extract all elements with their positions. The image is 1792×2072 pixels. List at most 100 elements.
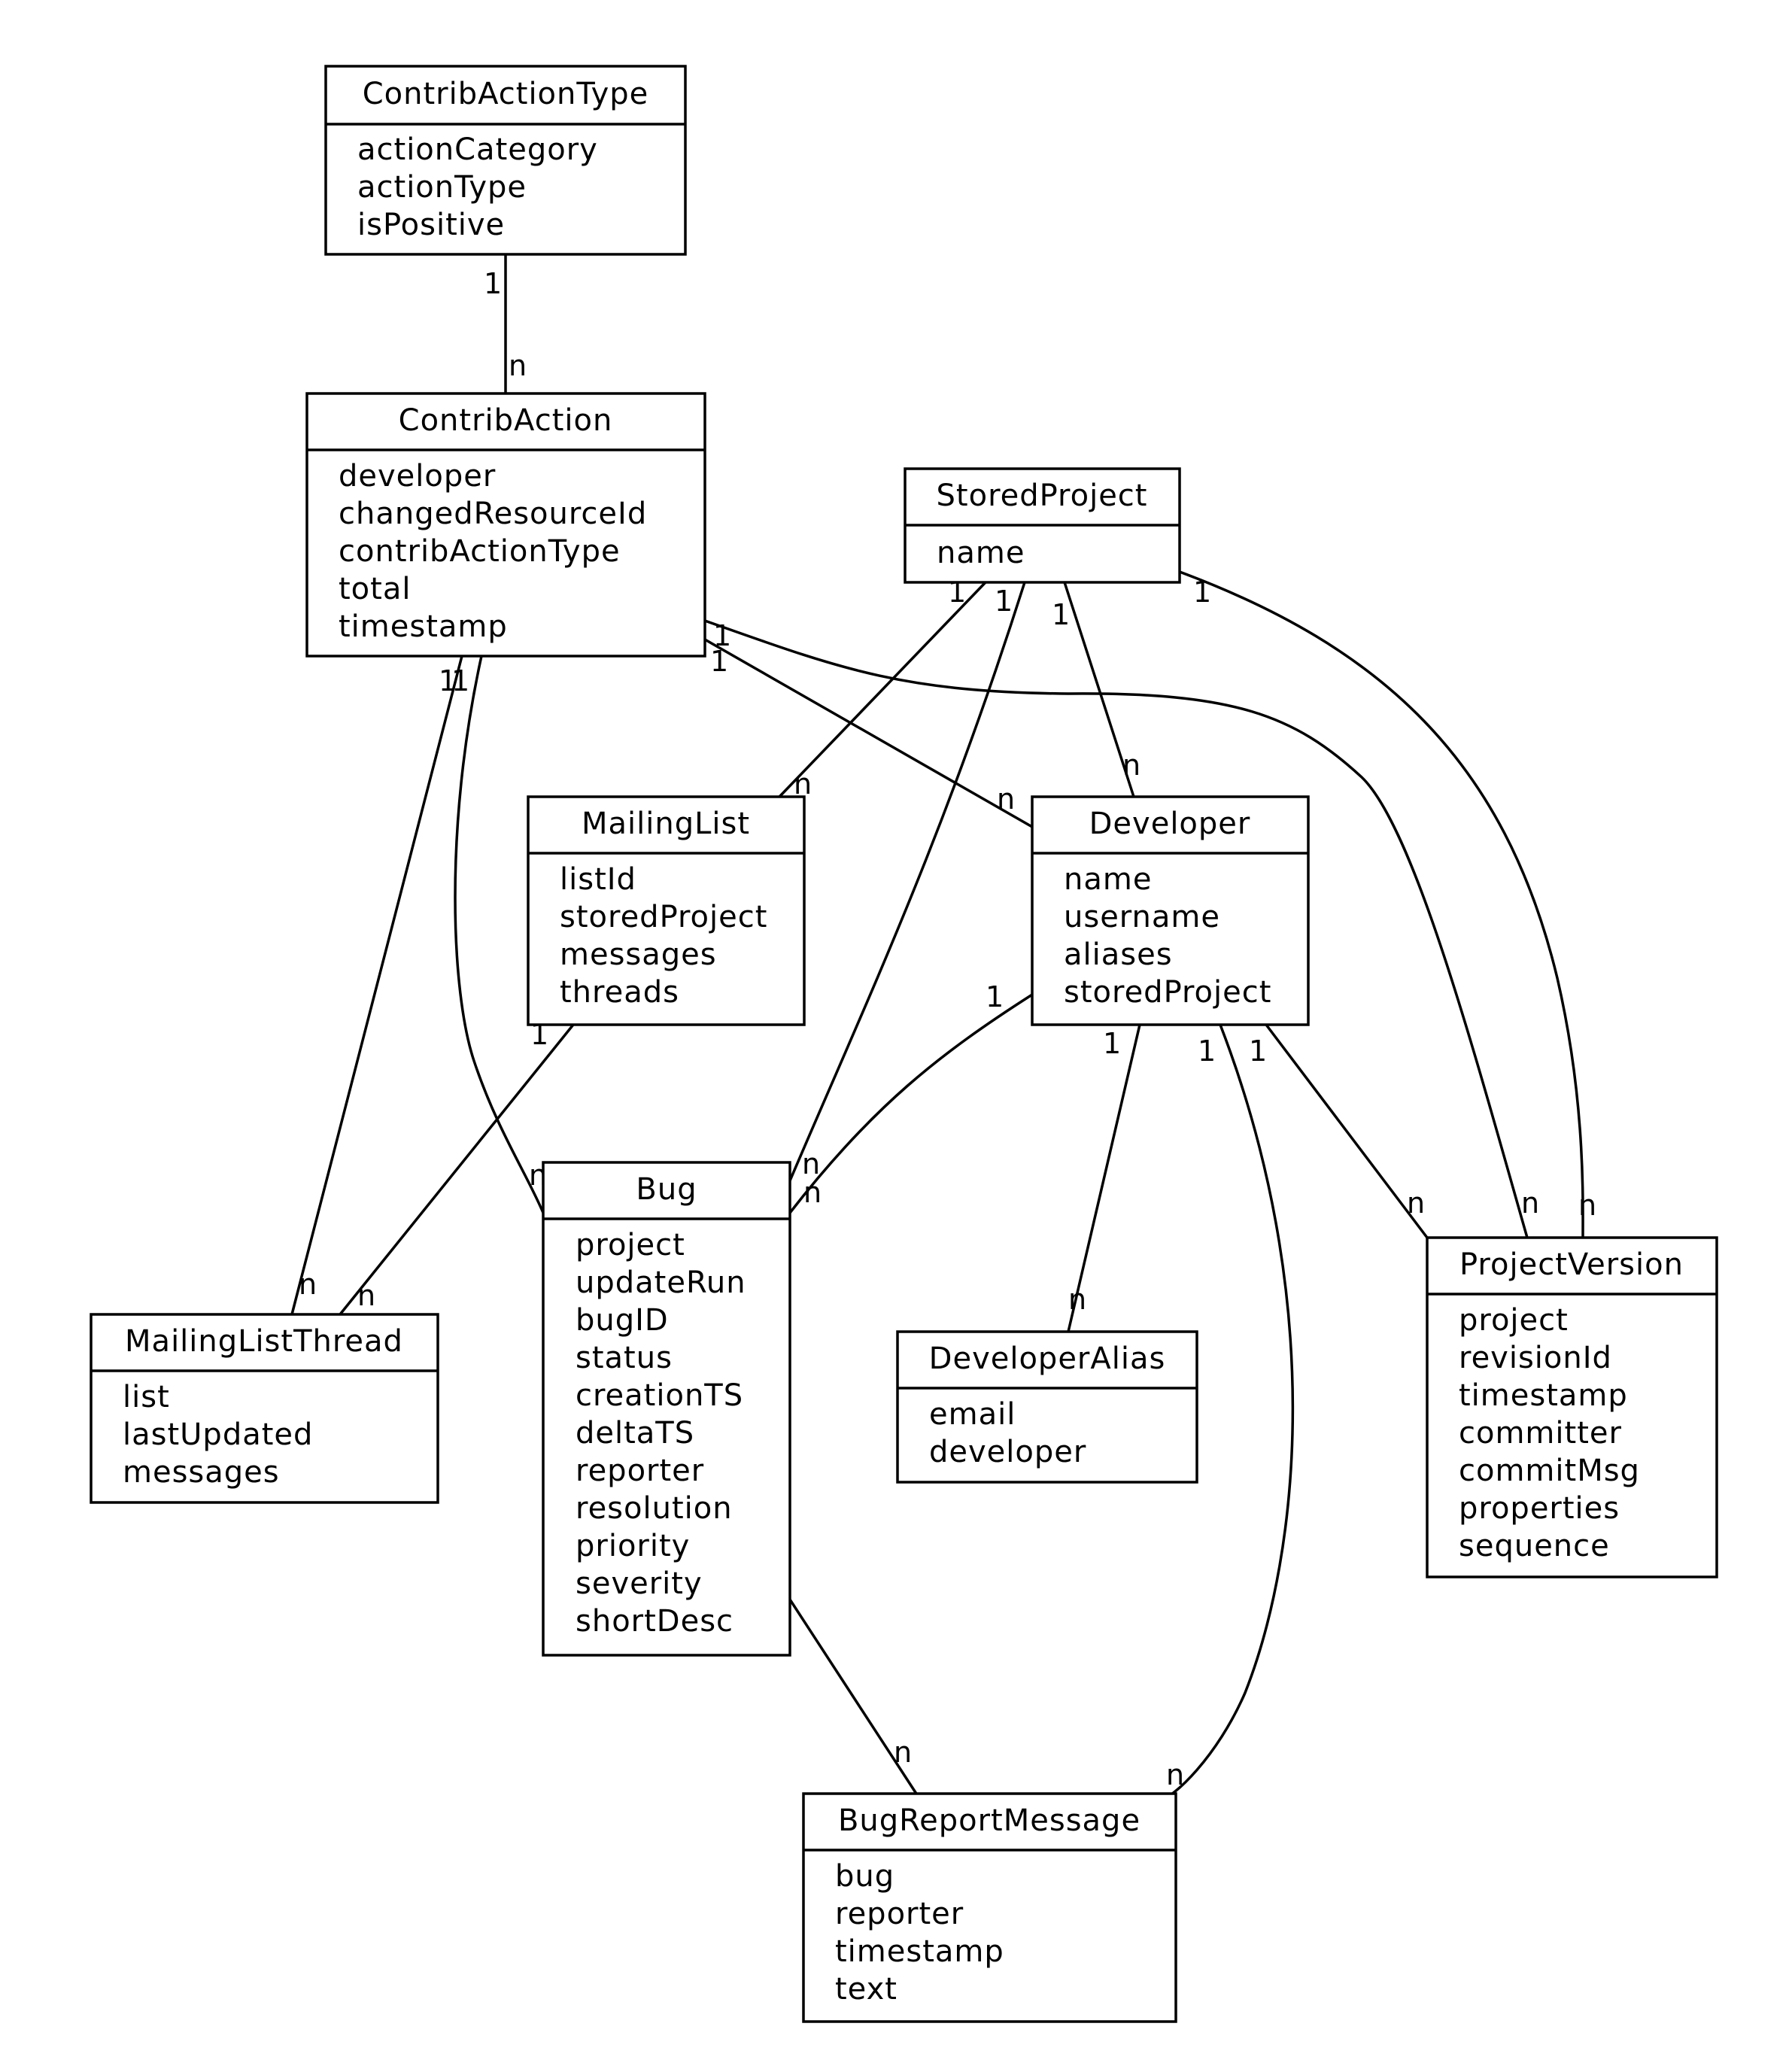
card-developer-developeralias-from: 1 [1103,1027,1121,1060]
entity-attribute: revisionId [1459,1341,1612,1375]
entity-attribute: bugID [576,1303,669,1338]
entity-attribute: threads [560,975,679,1010]
card-contribaction-developer-to: n [997,782,1015,816]
card-developer-bugreportmessage-to: n [1166,1758,1184,1791]
entity-attribute: severity [576,1566,703,1601]
entity-attribute: bug [835,1859,894,1894]
entity-attribute: email [929,1397,1016,1432]
card-contribaction-developer-from: 1 [710,645,728,678]
entity-developer: Developer name username aliases storedPr… [1031,795,1310,1026]
entity-attribute: commitMsg [1459,1454,1640,1488]
entity-attribute: timestamp [1459,1378,1628,1413]
entity-mailinglistthread: MailingListThread list lastUpdated messa… [90,1313,439,1504]
entity-attribute: project [576,1228,685,1262]
entity-title: ContribActionType [363,77,649,111]
entity-developeralias: DeveloperAlias email developer [896,1330,1198,1484]
entity-bugreportmessage: BugReportMessage bug reporter timestamp … [802,1792,1177,2023]
entity-attribute: status [576,1341,673,1375]
card-developer-developeralias-to: n [1068,1283,1086,1316]
entity-attribute: reporter [576,1454,704,1488]
card-developer-bugreportmessage-from: 1 [1198,1034,1216,1068]
entity-attribute: aliases [1064,937,1173,972]
entity-attribute: username [1064,900,1220,934]
card-contribaction-projectversion-from: 1 [713,619,731,652]
edge-storedproject-bug [787,582,1026,1185]
entity-title: ContribAction [399,403,613,438]
card-developer-bug-to: n [803,1176,822,1209]
entity-attribute: deltaTS [576,1416,694,1451]
entity-title: DeveloperAlias [929,1341,1166,1376]
entity-attribute: actionCategory [357,132,598,167]
edge-contribaction-mailinglistthread [290,655,463,1315]
entity-attribute: name [937,536,1025,570]
card-contribaction-mailinglistthread-to: n [299,1268,317,1301]
entity-bug: Bug project updateRun bugID status creat… [542,1161,791,1657]
entity-mailinglist: MailingList listId storedProject message… [527,795,806,1026]
entity-contribactiontype: ContribActionType actionCategory actionT… [324,65,687,256]
entity-attribute: contribActionType [339,534,621,569]
entity-attribute: developer [929,1435,1086,1469]
entity-attribute: storedProject [560,900,767,934]
entity-attribute: messages [560,937,717,972]
entity-attribute: timestamp [835,1934,1004,1969]
card-storedproject-bug-to: n [802,1147,820,1180]
edge-developer-bugreportmessage [1158,1024,1295,1803]
entity-attribute: listId [560,862,636,897]
entity-attribute: isPositive [357,208,505,242]
edge-storedproject-projectversion [1179,570,1584,1238]
card-developer-projectversion-to: n [1407,1186,1425,1220]
entity-attribute: list [123,1380,170,1414]
card-mailinglist-mailinglistthread-to: n [357,1279,375,1312]
entity-attribute: sequence [1459,1529,1610,1563]
card-storedproject-mailinglist-to: n [794,767,812,801]
card-developer-bug-from: 1 [986,980,1004,1013]
entity-attribute: total [339,572,411,606]
card-contribactiontype-contribaction-from: 1 [484,267,502,300]
entity-attribute: project [1459,1303,1569,1338]
entity-attribute: text [835,1972,898,2007]
entity-title: MailingList [582,807,750,841]
entity-attribute: messages [123,1455,280,1490]
card-storedproject-bug-from: 1 [995,585,1013,618]
entity-projectversion: ProjectVersion project revisionId timest… [1426,1236,1718,1578]
entity-title: StoredProject [937,479,1148,513]
card-developer-projectversion-from: 1 [1249,1034,1267,1068]
entity-title: Developer [1089,807,1251,841]
card-storedproject-projectversion-to: n [1578,1189,1596,1222]
entity-attribute: properties [1459,1491,1620,1526]
card-contribactiontype-contribaction-to: n [509,349,527,382]
card-contribaction-bug-from: 1 [451,664,469,697]
entity-attribute: changedResourceId [339,497,647,531]
card-contribaction-projectversion-to: n [1521,1186,1539,1220]
entity-storedproject: StoredProject name [904,467,1181,584]
entity-attribute: storedProject [1064,975,1271,1010]
entity-attribute: name [1064,862,1152,897]
entity-contribaction: ContribAction developer changedResourceI… [305,392,706,658]
edge-contribaction-projectversion [704,619,1529,1238]
entity-attribute: reporter [835,1897,964,1931]
entity-attribute: resolution [576,1491,733,1526]
edge-developer-bug [788,993,1033,1214]
edge-bug-bugreportmessage [788,1599,918,1794]
entity-attribute: updateRun [576,1265,746,1300]
edge-mailinglist-mailinglistthread [339,1023,575,1316]
edge-contribaction-developer [704,638,1033,828]
edge-contribaction-bug [454,655,545,1214]
card-contribaction-mailinglistthread-from: 1 [439,664,457,697]
entity-attribute: lastUpdated [123,1417,313,1452]
entity-attribute: committer [1459,1416,1622,1451]
card-storedproject-developer-to: n [1122,749,1141,782]
entity-attribute: actionType [357,170,527,205]
entity-title: MailingListThread [125,1324,403,1359]
entity-attribute: developer [339,459,496,494]
card-storedproject-developer-from: 1 [1052,598,1070,631]
entity-attribute: timestamp [339,609,508,644]
edge-developer-developeralias [1067,1024,1141,1332]
card-storedproject-projectversion-from: 1 [1193,576,1211,609]
entity-attribute: creationTS [576,1378,743,1413]
edge-developer-projectversion [1265,1023,1429,1239]
entity-title: ProjectVersion [1459,1247,1684,1282]
entity-title: Bug [636,1172,697,1207]
